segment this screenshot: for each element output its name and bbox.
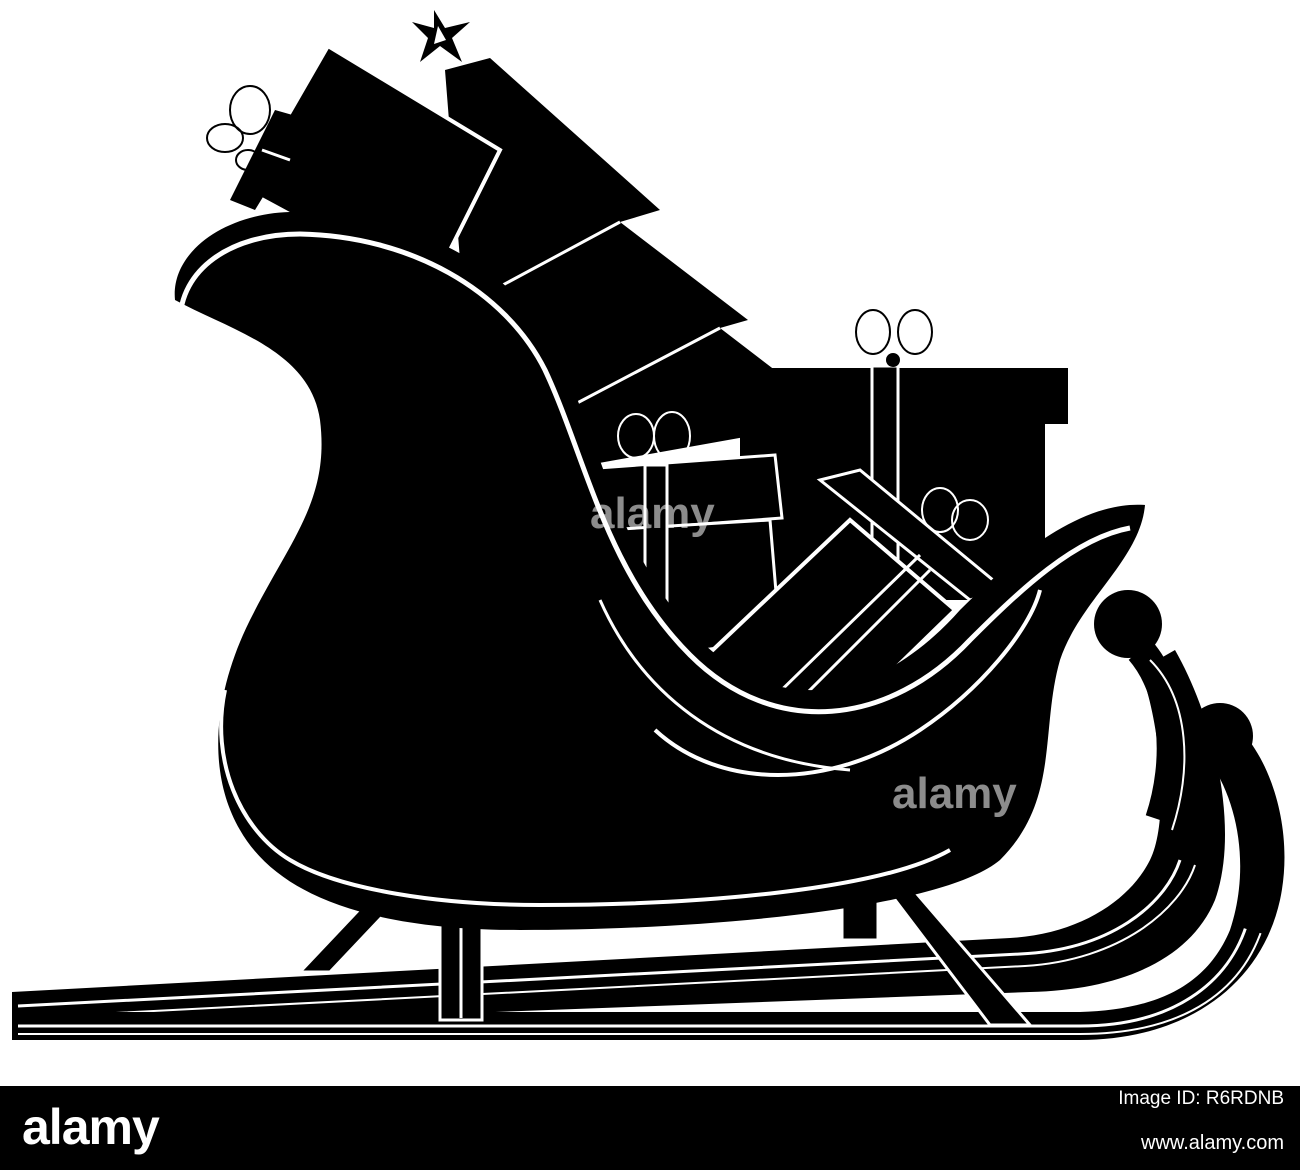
image-id-label: Image ID: R6RDNB (1118, 1088, 1284, 1109)
front-runner (12, 730, 1285, 1040)
watermark-center-text: alamy (590, 489, 715, 538)
santa-sleigh-illustration: alamy alamy (12, 10, 1285, 1040)
watermark-right-text: alamy (892, 769, 1017, 818)
stock-footer-bar: alamy Image ID: R6RDNB www.alamy.com (0, 1086, 1300, 1170)
front-runner-curl-ball (1187, 703, 1253, 769)
back-runner (12, 650, 1226, 1030)
sleigh-body (174, 211, 1146, 931)
alamy-logo[interactable]: alamy (22, 1099, 160, 1155)
back-runner-curl-ball (1094, 590, 1162, 658)
site-url-link[interactable]: www.alamy.com (1141, 1132, 1284, 1154)
